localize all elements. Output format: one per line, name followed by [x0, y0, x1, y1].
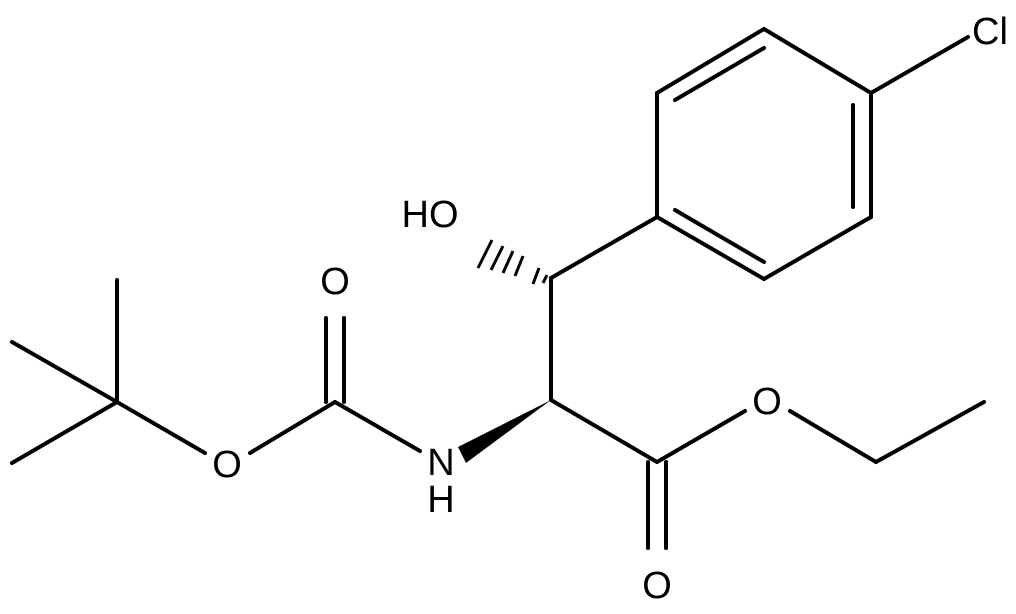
hydroxyl-group-label: HO	[402, 194, 459, 236]
bond-ester-carbon-to-oxygen	[655, 409, 747, 464]
bond-tbu-methyl-left-top	[10, 340, 119, 404]
boc-ester-oxygen-label: O	[212, 444, 242, 486]
bond-oxygen-to-carbonyl-carbon	[248, 400, 337, 455]
chlorine-atom-label: Cl	[972, 11, 1008, 53]
wedge-bond-alpha-carbon-to-nitrogen	[458, 400, 551, 463]
amine-nitrogen-label: N	[427, 442, 454, 484]
bond-tbu-to-oxygen	[115, 400, 207, 455]
backbone	[549, 215, 659, 464]
ring-bond-5	[762, 215, 873, 281]
bond-carbonyl-carbon-to-nitrogen	[333, 400, 422, 453]
ring-inner-bond-a	[673, 46, 766, 102]
ring-bond-2	[655, 27, 766, 95]
bond-alpha-to-ester-carbon	[549, 398, 659, 464]
bond-methylene-to-methyl	[874, 400, 986, 464]
ethyl-ester-oxygen-label: O	[752, 381, 782, 423]
bond-beta-carbon-to-aryl	[549, 215, 659, 280]
boc-carbonyl-oxygen-label: O	[320, 261, 350, 303]
chlorophenyl-ring	[655, 27, 970, 281]
ester-carbonyl-oxygen-label: O	[642, 565, 672, 607]
bond-oxygen-to-methylene	[788, 409, 878, 464]
tert-butyl-group	[10, 278, 207, 465]
atom-labels: Cl HO O O N H O O	[212, 11, 1008, 607]
bond-ring-to-chlorine	[869, 35, 970, 95]
ring-inner-bond-c	[673, 208, 766, 264]
hashed-bond-beta-carbon-to-hydroxyl	[476, 239, 549, 285]
ethyl-ester-group	[646, 400, 986, 550]
ring-bond-6	[655, 215, 766, 281]
boc-carbamate-group	[248, 316, 422, 455]
bond-tbu-methyl-left-bottom	[10, 400, 119, 465]
ring-bond-3	[762, 27, 873, 95]
amine-hydrogen-label: H	[427, 479, 454, 521]
